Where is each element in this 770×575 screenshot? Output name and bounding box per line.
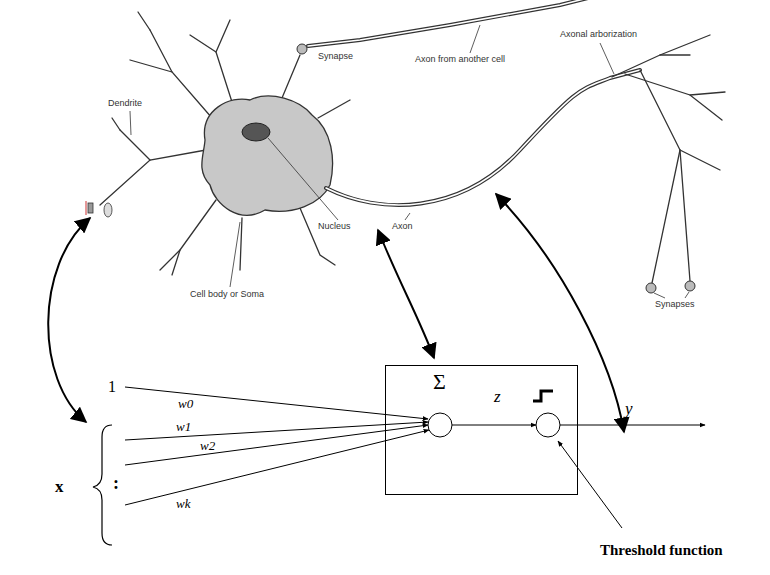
caption-label: Threshold function (600, 543, 723, 558)
leader-lines (130, 25, 689, 298)
bias-input: 1 (108, 379, 116, 395)
input-vector: x (55, 478, 64, 495)
weight-label: w0 (178, 397, 193, 410)
axonal-arborization (612, 35, 725, 283)
cell-body (202, 96, 333, 215)
weight-label: wk (176, 497, 190, 510)
sum-circle (428, 413, 452, 437)
receptor-tip (88, 203, 93, 213)
input-brace (93, 425, 112, 545)
net-input: z (494, 388, 501, 405)
output-label: y (625, 400, 633, 417)
part-label: Synapses (655, 300, 695, 309)
part-label: Axon from another cell (415, 55, 505, 64)
receptor-mark (86, 201, 87, 215)
weight-label: w2 (200, 439, 215, 452)
input-wires (125, 387, 429, 505)
axon (326, 70, 640, 205)
nucleus (242, 123, 270, 141)
output-wire (560, 425, 705, 426)
part-label: Axonal arborization (560, 30, 637, 39)
neuron-unit-box: Σz (385, 365, 578, 495)
synapse-dot (297, 44, 307, 54)
dendrites (100, 12, 350, 275)
part-label: Cell body or Soma (190, 290, 264, 299)
weight-label: w1 (176, 420, 191, 433)
receptor-bulb (104, 203, 112, 217)
step-symbol (533, 391, 553, 401)
part-label: Axon (392, 222, 413, 231)
synapse-dot (646, 283, 656, 293)
net-wire (452, 425, 536, 426)
correspondence-arrows (48, 194, 624, 432)
synapse-dot (685, 281, 695, 291)
sum-symbol: Σ (433, 371, 446, 393)
part-label: Dendrite (108, 99, 142, 108)
threshold-leader (558, 441, 622, 528)
part-label: Nucleus (318, 222, 351, 231)
incoming-axon (308, 0, 600, 46)
part-label: Synapse (318, 52, 353, 61)
threshold-circle (536, 413, 560, 437)
ellipsis-dots: : (113, 474, 119, 492)
